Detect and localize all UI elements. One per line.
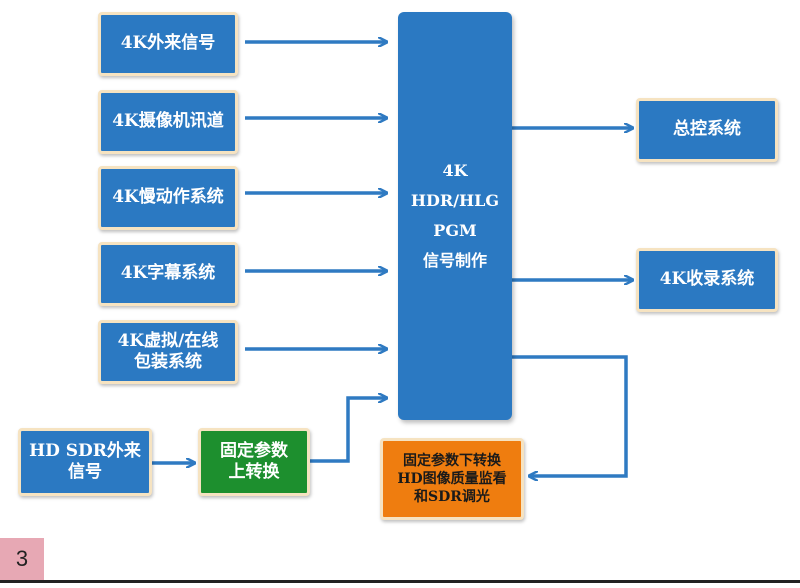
- input-4k-subtitle: 4K字幕系统: [98, 242, 238, 306]
- input-4k-slow-motion: 4K慢动作系统: [98, 166, 238, 230]
- input-hd-sdr-signal: HD SDR外来 信号: [18, 428, 152, 496]
- input-4k-camera-channel: 4K摄像机讯道: [98, 90, 238, 154]
- output-master-control: 总控系统: [636, 98, 778, 162]
- up-conversion-box: 固定参数 上转换: [198, 428, 310, 496]
- arrow-converter-to-center: [309, 398, 386, 463]
- output-4k-recorder: 4K收录系统: [636, 248, 778, 312]
- center-line-3: PGM: [433, 221, 477, 240]
- bottom-divider: [0, 580, 800, 583]
- pgm-production-block: 4K HDR/HLG PGM 信号制作: [398, 12, 512, 420]
- center-line-1: 4K: [442, 161, 468, 180]
- input-4k-external-signal: 4K外来信号: [98, 12, 238, 76]
- center-line-2: HDR/HLG: [410, 191, 500, 210]
- page-number-badge: 3: [0, 538, 44, 580]
- input-4k-virtual-packaging: 4K虚拟/在线 包装系统: [98, 320, 238, 384]
- center-line-4: 信号制作: [422, 251, 487, 270]
- arrow-to-monitor: [512, 355, 628, 476]
- down-conversion-monitor-box: 固定参数下转换 HD图像质量监看 和SDR调光: [380, 438, 524, 520]
